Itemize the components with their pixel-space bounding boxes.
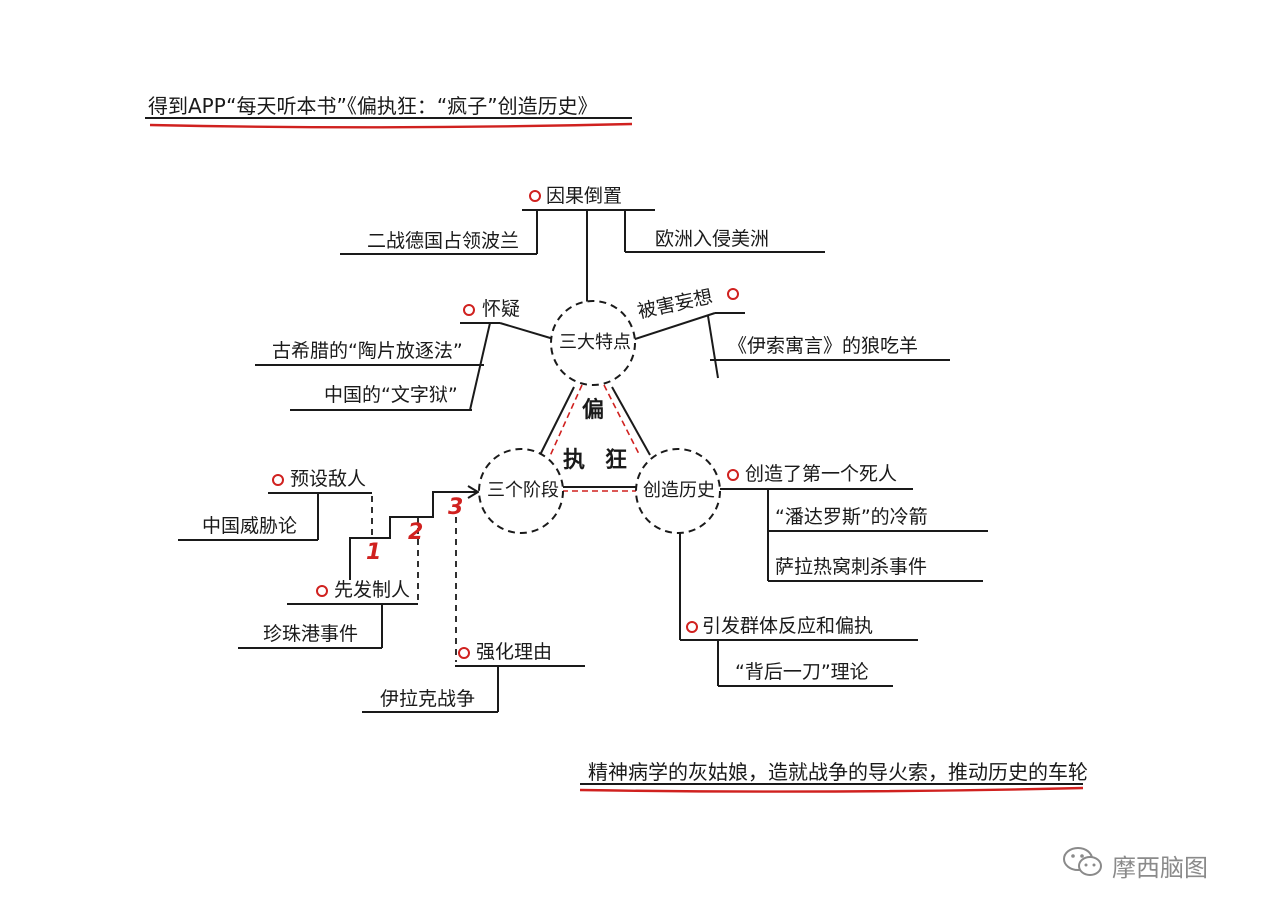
leaf-iraq-war: 伊拉克战争 <box>380 688 476 710</box>
node-cause-reversal: 因果倒置 <box>546 185 623 207</box>
leaf-stab-in-back: “背后一刀”理论 <box>735 661 869 683</box>
bullet-icon <box>272 474 284 486</box>
node-first-death: 创造了第一个死人 <box>745 463 898 485</box>
bullet-icon <box>686 621 698 633</box>
leaf-aesop-wolf: 《伊索寓言》的狼吃羊 <box>728 335 919 357</box>
leaf-europe-america: 欧洲入侵美洲 <box>655 228 770 250</box>
leaf-china-threat: 中国威胁论 <box>202 515 298 537</box>
center-char-right: 狂 <box>605 448 628 473</box>
watermark-text: 摩西脑图 <box>1112 853 1208 882</box>
stage-number-1: 1 <box>366 540 382 565</box>
node-group-reaction: 引发群体反应和偏执 <box>702 615 874 637</box>
node-strengthen-reason: 强化理由 <box>476 641 553 663</box>
circle-history: 创造历史 <box>643 480 715 501</box>
node-preemptive-strike: 先发制人 <box>334 579 411 601</box>
center-char-top: 偏 <box>582 398 605 423</box>
watermark: 摩西脑图 <box>1062 845 1208 885</box>
stage-number-3: 3 <box>448 495 464 520</box>
leaf-pandarus-arrow: “潘达罗斯”的冷箭 <box>775 506 928 528</box>
wechat-icon <box>1062 845 1104 885</box>
leaf-ostracism: 古希腊的“陶片放逐法” <box>272 340 463 362</box>
leaf-literary-inquisition: 中国的“文字狱” <box>324 384 458 406</box>
circle-stages: 三个阶段 <box>487 480 559 501</box>
leaf-pearl-harbor: 珍珠港事件 <box>263 623 359 645</box>
center-char-left: 执 <box>563 448 586 473</box>
bullet-icon <box>463 304 475 316</box>
bullet-icon <box>316 585 328 597</box>
bullet-icon <box>458 647 470 659</box>
node-preset-enemy: 预设敌人 <box>290 468 367 490</box>
bullet-icon <box>529 190 541 202</box>
stage-number-2: 2 <box>408 520 424 545</box>
bullet-icon <box>727 288 739 300</box>
node-doubt: 怀疑 <box>482 298 521 320</box>
bullet-icon <box>727 469 739 481</box>
page-title: 得到APP“每天听本书”《偏执狂：“疯子”创造历史》 <box>148 94 598 118</box>
circle-features: 三大特点 <box>559 332 631 353</box>
footer-summary: 精神病学的灰姑娘，造就战争的导火索，推动历史的车轮 <box>588 760 1088 784</box>
leaf-germany-poland: 二战德国占领波兰 <box>367 230 520 252</box>
leaf-sarajevo-assassination: 萨拉热窝刺杀事件 <box>775 556 928 578</box>
